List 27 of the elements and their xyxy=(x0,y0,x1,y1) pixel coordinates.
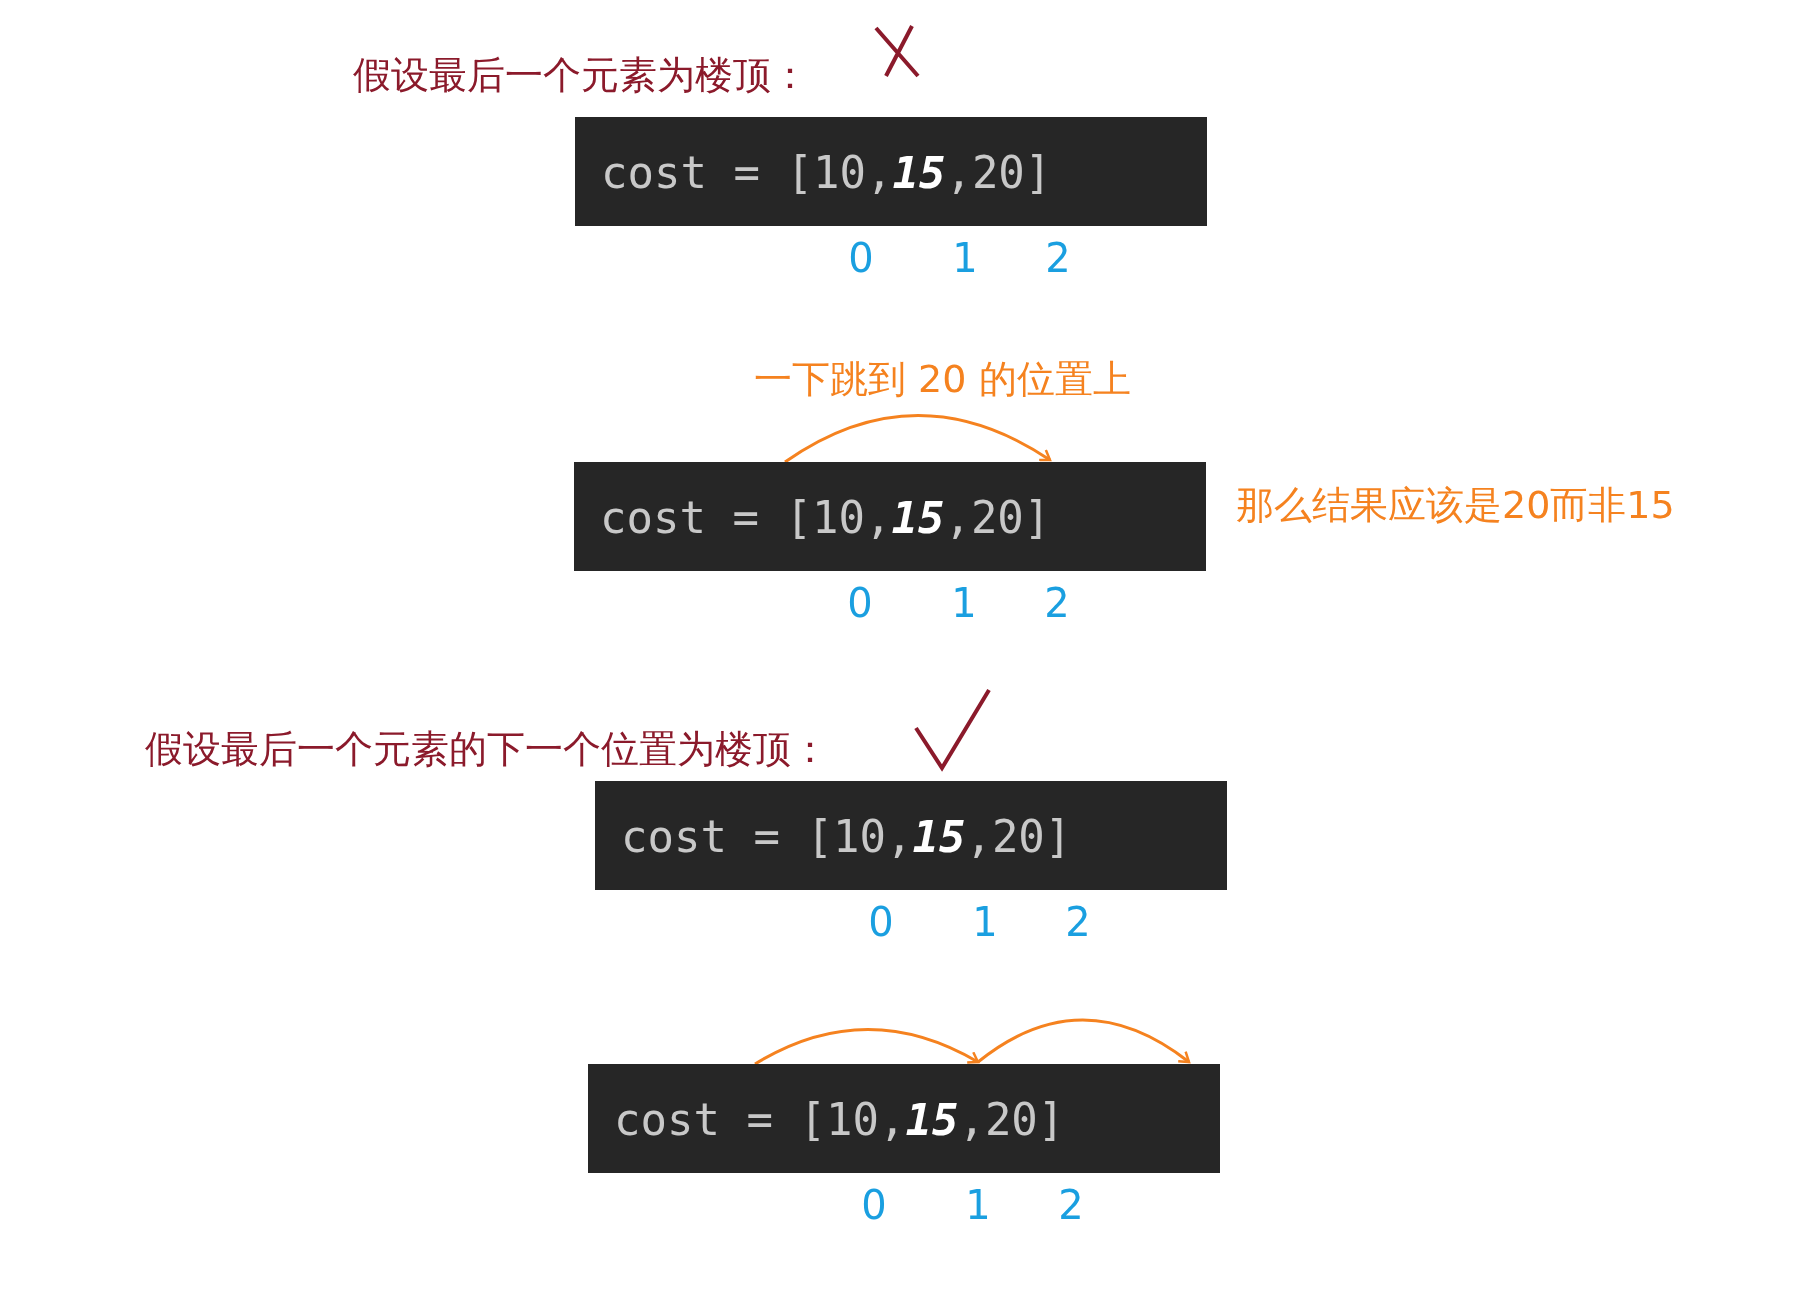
jump-arrow xyxy=(784,414,1052,464)
note-text: 一下跳到 20 的位置上 xyxy=(754,356,1131,403)
code-text: cost = [10,15,20] xyxy=(614,1094,1065,1145)
index-number: 2 xyxy=(1058,1182,1084,1228)
index-number: 1 xyxy=(952,235,978,281)
index-number: 2 xyxy=(1065,899,1091,945)
code-text: cost = [10,15,20] xyxy=(601,147,1052,198)
index-number: 0 xyxy=(847,580,873,626)
index-number: 2 xyxy=(1044,580,1070,626)
index-number: 1 xyxy=(951,580,977,626)
code-block xyxy=(588,1064,1220,1173)
index-number: 0 xyxy=(848,235,874,281)
code-text: cost = [10,15,20] xyxy=(600,492,1051,543)
heading-text: 假设最后一个元素的下一个位置为楼顶： xyxy=(145,726,829,773)
index-number: 0 xyxy=(868,899,894,945)
code-block xyxy=(595,781,1227,890)
heading-text: 假设最后一个元素为楼顶： xyxy=(353,52,809,99)
code-block xyxy=(574,462,1206,571)
index-number: 0 xyxy=(861,1182,887,1228)
code-text: cost = [10,15,20] xyxy=(621,811,1072,862)
jump-arrow xyxy=(977,1018,1191,1064)
index-number: 2 xyxy=(1045,235,1071,281)
note-text: 那么结果应该是20而非15 xyxy=(1236,482,1675,529)
index-number: 1 xyxy=(965,1182,991,1228)
index-number: 1 xyxy=(972,899,998,945)
jump-arrow xyxy=(754,1028,980,1066)
code-block xyxy=(575,117,1207,226)
